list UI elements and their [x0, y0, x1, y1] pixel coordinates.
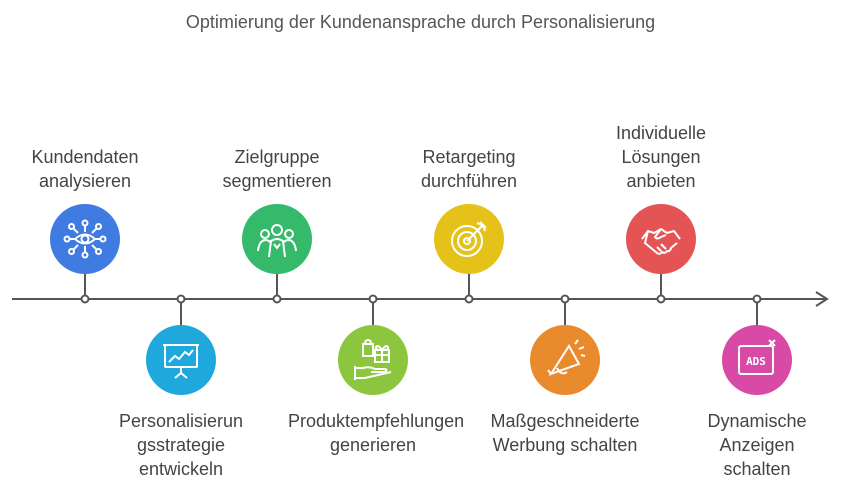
step-1-circle — [50, 204, 120, 274]
step-1-label: Kundendaten analysieren — [31, 147, 139, 191]
gift-hand-icon — [354, 338, 392, 380]
step-3-circle — [242, 204, 312, 274]
step-7-label: Individuelle Lösungen anbieten — [615, 123, 707, 191]
step-4-timeline-dot — [368, 294, 378, 304]
step-8-label: Dynamische Anzeigen schalten — [707, 411, 807, 479]
ads-window-icon: ADS — [738, 339, 776, 375]
step-4-label: Produktempfehlungen generieren — [288, 411, 465, 455]
step-2-timeline-dot — [176, 294, 186, 304]
step-1-timeline-dot — [80, 294, 90, 304]
step-3-label: Zielgruppe segmentieren — [222, 147, 332, 191]
user-group-icon — [257, 224, 297, 258]
network-eye-icon — [63, 219, 107, 259]
step-8-circle: ADS — [722, 325, 792, 395]
svg-text:ADS: ADS — [746, 355, 766, 368]
handshake-icon — [641, 227, 681, 255]
step-4-circle — [338, 325, 408, 395]
step-7-circle — [626, 204, 696, 274]
step-5-timeline-dot — [464, 294, 474, 304]
presentation-chart-icon — [163, 344, 199, 379]
step-6-circle — [530, 325, 600, 395]
step-3-timeline-dot — [272, 294, 282, 304]
timeline-arrowhead — [815, 291, 829, 307]
megaphone-icon — [547, 339, 586, 376]
step-5-label: Retargeting durchführen — [420, 147, 518, 191]
target-arrow-icon — [451, 221, 487, 257]
step-7-timeline-dot — [656, 294, 666, 304]
diagram-title: Optimierung der Kundenansprache durch Pe… — [185, 12, 656, 32]
step-2-circle — [146, 325, 216, 395]
step-2-label: Personalisierun gsstrategie entwickeln — [118, 411, 244, 479]
step-8-timeline-dot — [752, 294, 762, 304]
step-6-label: Maßgeschneiderte Werbung schalten — [490, 411, 640, 455]
step-5-circle — [434, 204, 504, 274]
step-6-timeline-dot — [560, 294, 570, 304]
